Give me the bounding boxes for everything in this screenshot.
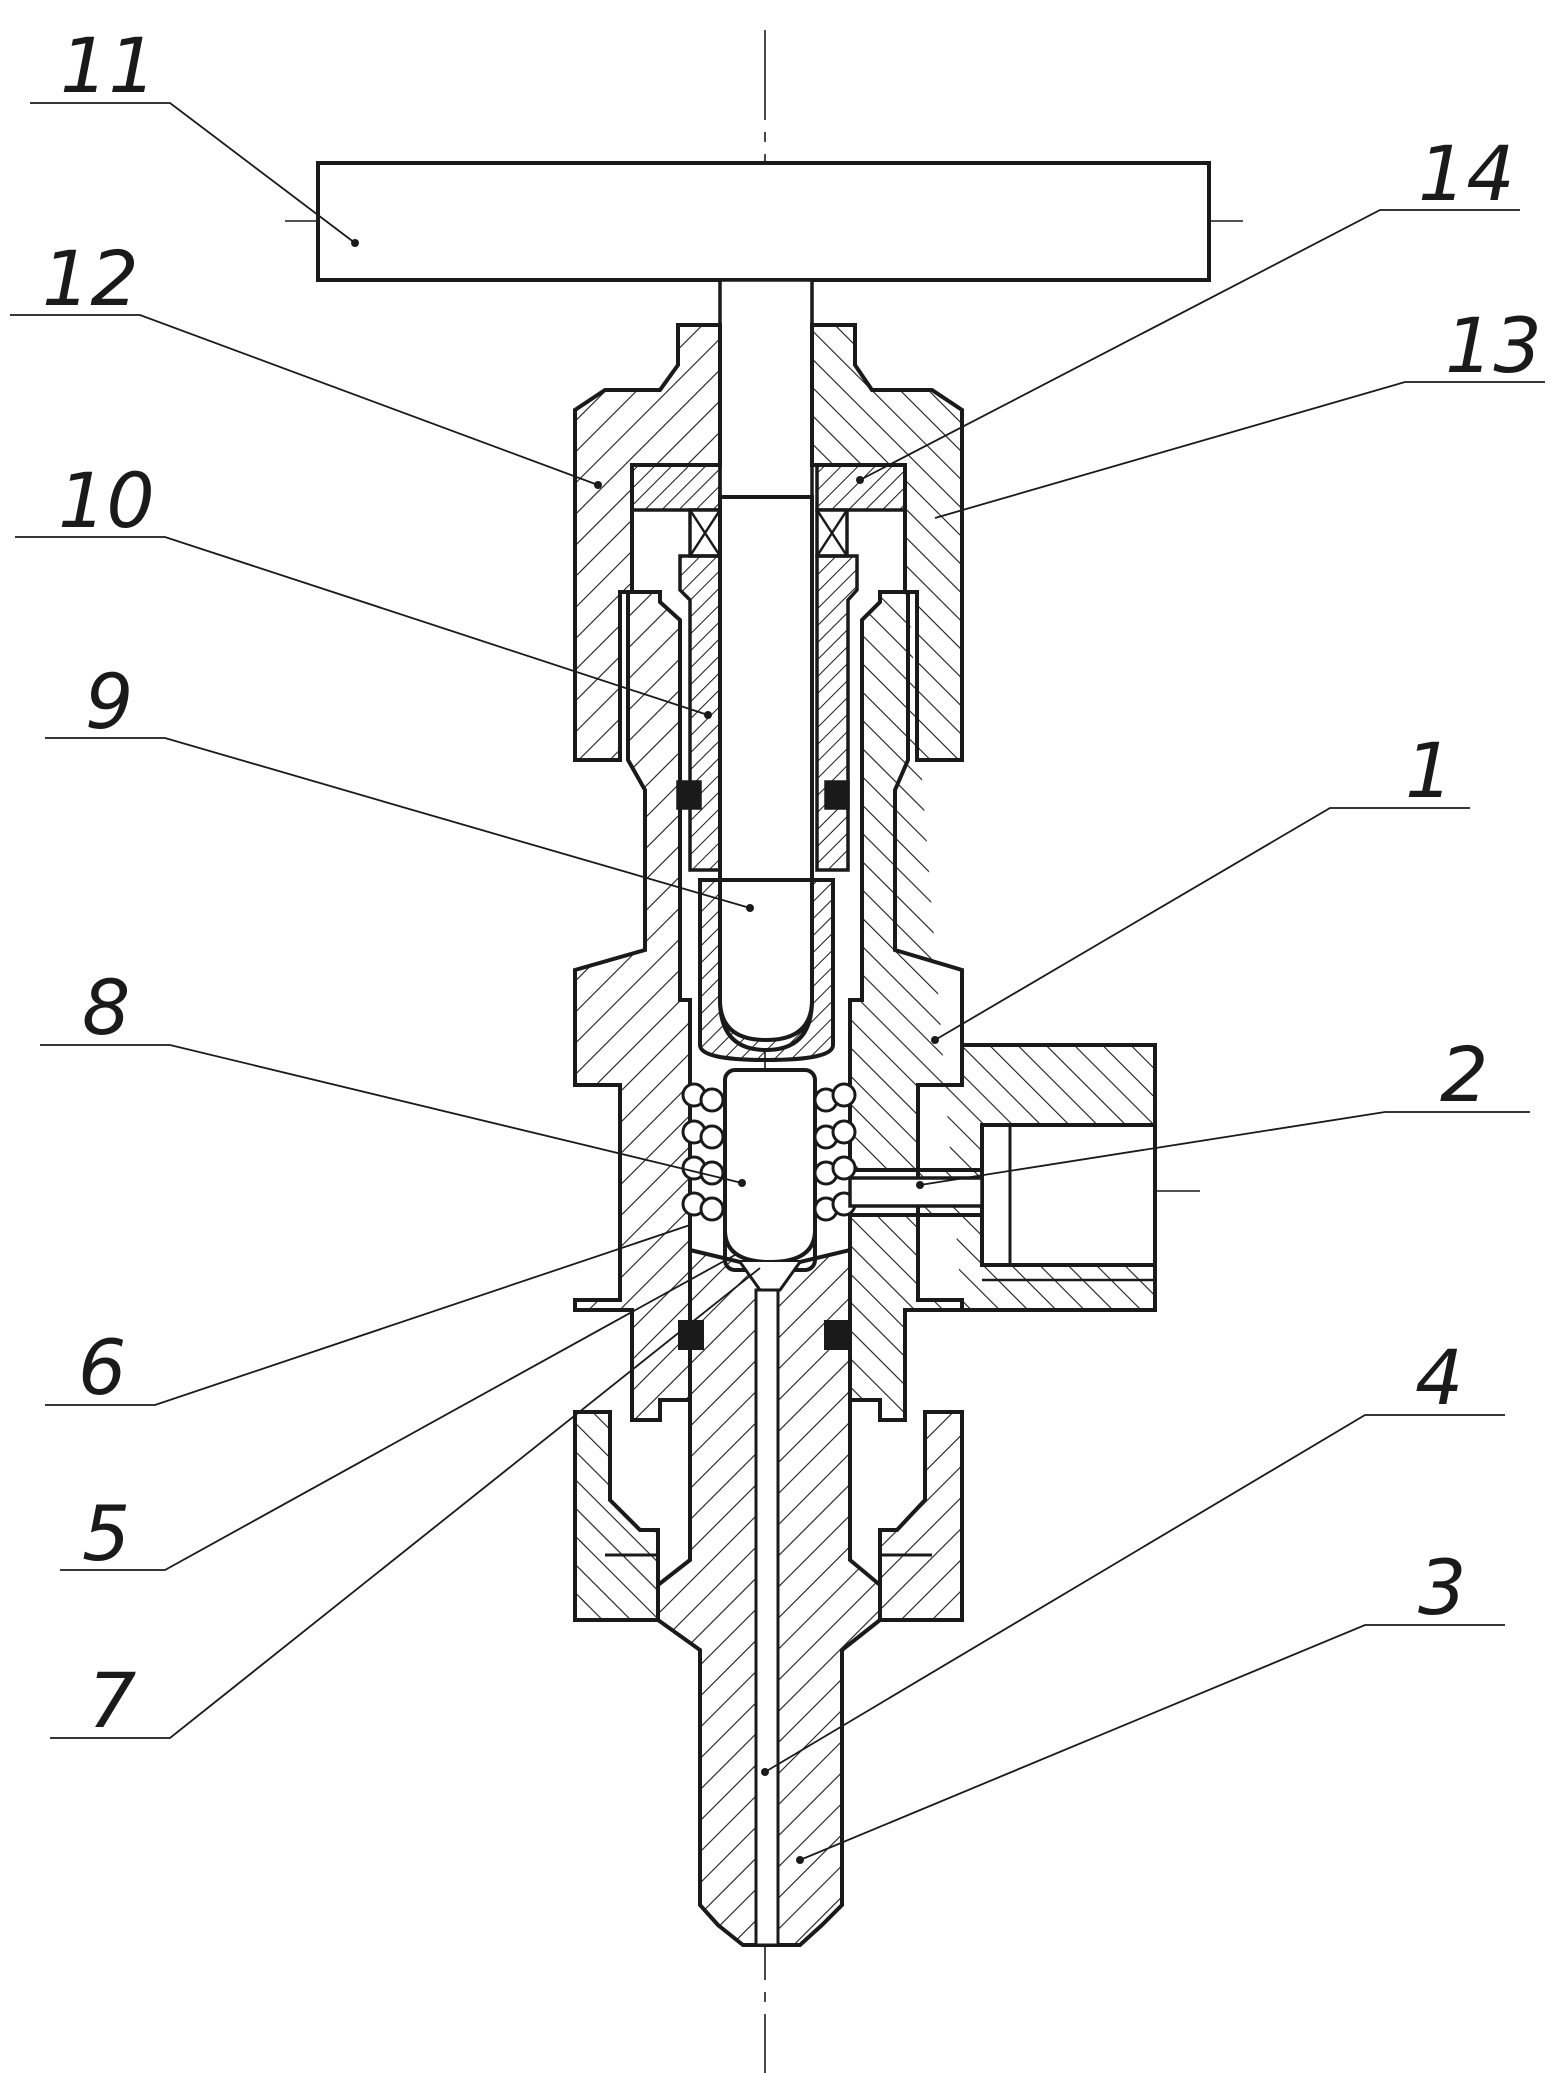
leader-12: [10, 314, 599, 486]
o-ring-lower-left: [678, 1320, 704, 1350]
callout-8: 8: [82, 963, 130, 1052]
leader-10: [15, 536, 709, 716]
spring-right: [813, 1082, 857, 1222]
leader-4: [764, 1414, 1505, 1773]
callout-4: 4: [1415, 1333, 1463, 1422]
side-port-bore: [980, 1123, 1157, 1267]
lower-nut-left: [573, 1410, 660, 1622]
o-ring-upper-right: [824, 780, 850, 810]
side-channel: [848, 1176, 984, 1208]
leader-9: [45, 737, 751, 909]
valve-body: [573, 590, 1157, 1422]
leader-7: [50, 1267, 761, 1739]
callout-3: 3: [1418, 1543, 1466, 1632]
lower-nut: [573, 1410, 964, 1622]
callout-11: 11: [60, 21, 157, 110]
callout-10: 10: [58, 456, 155, 545]
lower-nut-right: [878, 1410, 964, 1622]
callout-12: 12: [42, 234, 139, 323]
callout-labels: 11 12 10 9 8 6 5 7 14 13 1 2 4 3: [42, 21, 1542, 1745]
leader-dots: [351, 239, 939, 1864]
spring-left: [681, 1082, 725, 1222]
leader-6: [45, 1224, 691, 1406]
o-ring-lower-right: [824, 1320, 850, 1350]
central-bore: [754, 1288, 780, 1947]
gland-ring-left: [630, 463, 722, 512]
spindle: [698, 495, 835, 1063]
body-left: [573, 590, 692, 1422]
callout-13: 13: [1445, 301, 1542, 390]
gland: [630, 463, 907, 558]
handle-bar: [316, 161, 1211, 282]
stem-upper: [718, 278, 814, 504]
callout-9: 9: [85, 657, 133, 746]
callout-5: 5: [82, 1489, 130, 1578]
leader-3: [799, 1624, 1505, 1861]
callout-2: 2: [1440, 1030, 1488, 1119]
leader-2: [919, 1111, 1530, 1186]
plunger-assembly: [681, 1068, 857, 1272]
handle: [316, 161, 1211, 504]
sleeve-right: [815, 554, 859, 872]
gland-ring-right: [815, 463, 907, 512]
plunger-tip: [723, 1229, 817, 1265]
leader-8: [40, 1044, 743, 1184]
leader-1: [934, 807, 1470, 1041]
callout-1: 1: [1405, 726, 1453, 815]
callout-7: 7: [88, 1656, 136, 1745]
leader-14: [859, 209, 1520, 481]
leader-11: [30, 102, 356, 244]
o-ring-upper-left: [676, 780, 702, 810]
leader-5: [60, 1254, 736, 1571]
leader-13: [934, 381, 1545, 519]
nozzle: [656, 1247, 882, 1947]
body-right: [848, 590, 1157, 1422]
body-right-outline: [893, 592, 964, 1045]
callout-6: 6: [78, 1323, 126, 1412]
leader-lines: [10, 102, 1545, 1861]
callout-14: 14: [1418, 129, 1515, 218]
